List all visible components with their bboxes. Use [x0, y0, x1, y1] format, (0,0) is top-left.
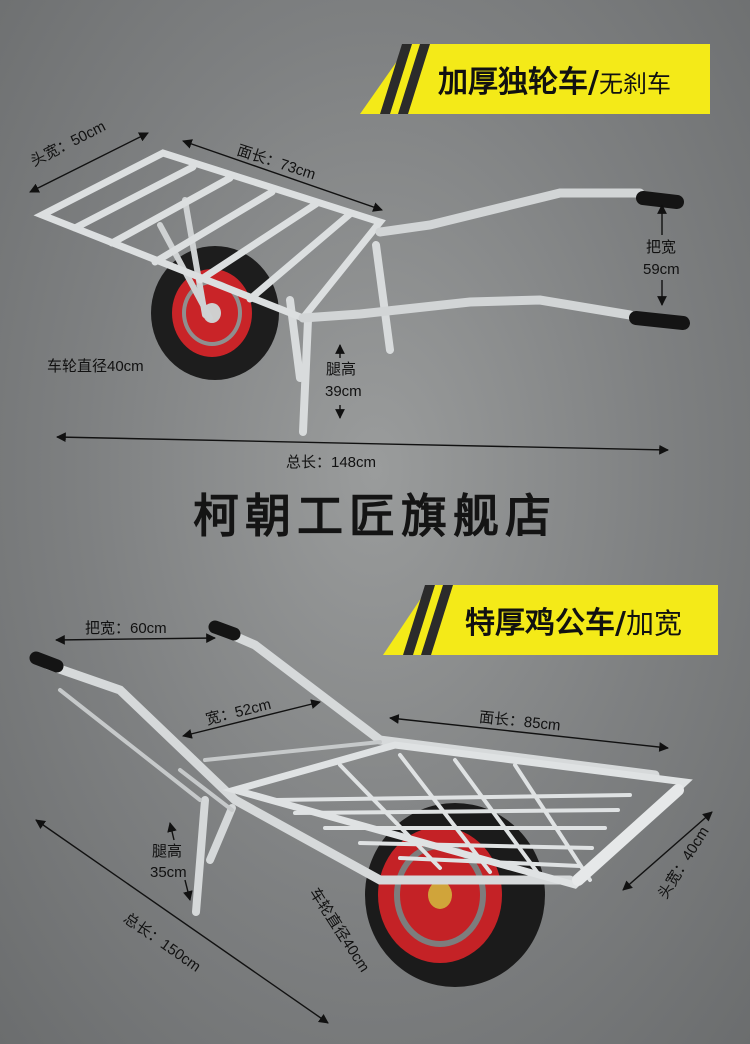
top-title-banner: 加厚独轮车/无刹车 — [360, 44, 710, 114]
bottom-banner-subtitle: 加宽 — [625, 607, 682, 640]
top-wheel-diameter-label: 车轮直径40cm — [47, 358, 144, 375]
top-dimension-lines — [29, 132, 669, 455]
top-banner-subtitle: 无刹车 — [598, 70, 671, 98]
bottom-banner-slash: / — [615, 606, 626, 641]
top-leg-height-value: 39cm — [325, 383, 362, 400]
top-banner-slash: / — [588, 65, 599, 100]
bottom-handle-width-label: 把宽：60cm — [85, 620, 167, 637]
top-total-length-label: 总长：148cm — [286, 454, 377, 471]
top-handle-width-label: 把宽 — [646, 239, 677, 256]
bottom-banner-title: 特厚鸡公车 — [465, 606, 615, 641]
top-handle-width-value: 59cm — [643, 261, 680, 278]
bottom-wheelbarrow — [29, 620, 693, 987]
bottom-leg-height-value: 35cm — [150, 864, 187, 881]
top-banner-title: 加厚独轮车 — [438, 65, 588, 100]
top-wheelbarrow — [33, 149, 690, 436]
bottom-title-banner: 特厚鸡公车/加宽 — [383, 585, 718, 655]
bottom-leg-height-label: 腿高 — [152, 843, 183, 860]
bottom-dimension-lines — [35, 633, 713, 1024]
store-name: 柯朝工匠旗舰店 — [193, 489, 557, 543]
top-leg-height-label: 腿高 — [326, 361, 357, 378]
top-wheel — [151, 246, 279, 380]
